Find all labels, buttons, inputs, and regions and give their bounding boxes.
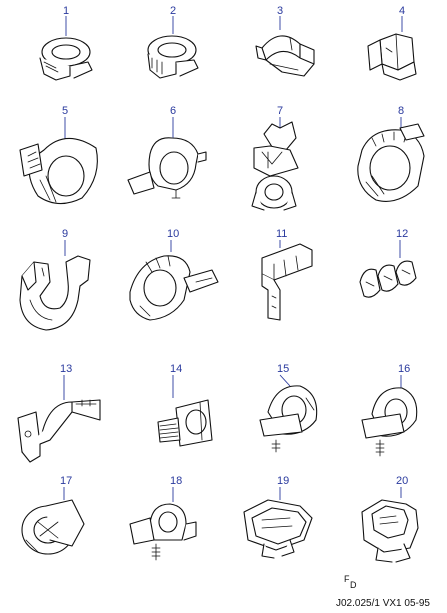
callout-number-16: 16 [398,363,410,375]
clip-illustration-18 [129,503,197,561]
callout-number-11: 11 [276,228,287,240]
footer-mark-top: F [344,574,350,584]
drawing-reference: J02.025/1 VX1 05-95 [336,598,430,609]
callout-number-7: 7 [277,105,283,117]
part-20: 20 [361,475,419,563]
clip-illustration-2 [147,35,199,79]
part-19: 19 [243,475,313,559]
part-17: 17 [21,475,85,555]
clip-illustration-8 [357,123,425,202]
clip-illustration-16 [361,387,418,457]
callout-number-3: 3 [277,5,283,17]
part-4: 4 [367,5,417,81]
callout-number-13: 13 [60,363,72,375]
part-6: 6 [127,105,207,199]
part-12: 12 [359,228,417,298]
part-13: 13 [17,363,101,463]
part-15: 15 [259,363,318,453]
clip-illustration-1 [39,37,93,81]
clip-illustration-4 [367,33,417,81]
part-1: 1 [39,5,93,81]
part-16: 16 [361,363,418,457]
part-2: 2 [147,5,199,79]
footer-mark-bottom: D [350,580,357,590]
clip-illustration-3 [255,35,315,77]
clip-illustration-10 [129,255,219,321]
clip-illustration-5 [19,137,98,205]
clip-illustration-6 [127,137,207,199]
part-7: 7 [251,105,299,211]
part-9: 9 [19,228,91,331]
callout-number-1: 1 [63,5,69,17]
part-14: 14 [157,363,213,447]
clip-illustration-12 [359,260,417,298]
clip-illustration-15 [259,385,318,453]
callout-number-9: 9 [62,228,68,240]
clip-illustration-7 [251,121,299,211]
part-5: 5 [19,105,98,205]
clip-illustration-20 [361,499,419,563]
callout-number-18: 18 [170,475,182,487]
clip-illustration-19 [243,499,313,559]
callout-number-17: 17 [60,475,72,487]
callout-number-4: 4 [399,5,405,17]
callout-leader-15 [279,374,291,387]
callout-number-19: 19 [277,475,289,487]
callout-number-5: 5 [62,105,68,117]
clip-illustration-17 [21,499,85,555]
callout-number-6: 6 [170,105,176,117]
callout-number-10: 10 [167,228,179,240]
part-18: 18 [129,475,197,561]
part-11: 11 [261,228,313,321]
part-8: 8 [357,105,425,202]
callout-number-2: 2 [170,5,176,17]
part-3: 3 [255,5,315,77]
callout-number-12: 12 [396,228,408,240]
clip-illustration-11 [261,243,313,321]
clip-illustration-14 [157,399,213,447]
callout-number-20: 20 [396,475,408,487]
callout-number-15: 15 [277,363,289,375]
clip-illustration-13 [17,399,101,463]
part-10: 10 [129,228,219,321]
clip-illustration-9 [19,255,91,331]
callout-number-8: 8 [398,105,404,117]
callout-number-14: 14 [170,363,182,375]
